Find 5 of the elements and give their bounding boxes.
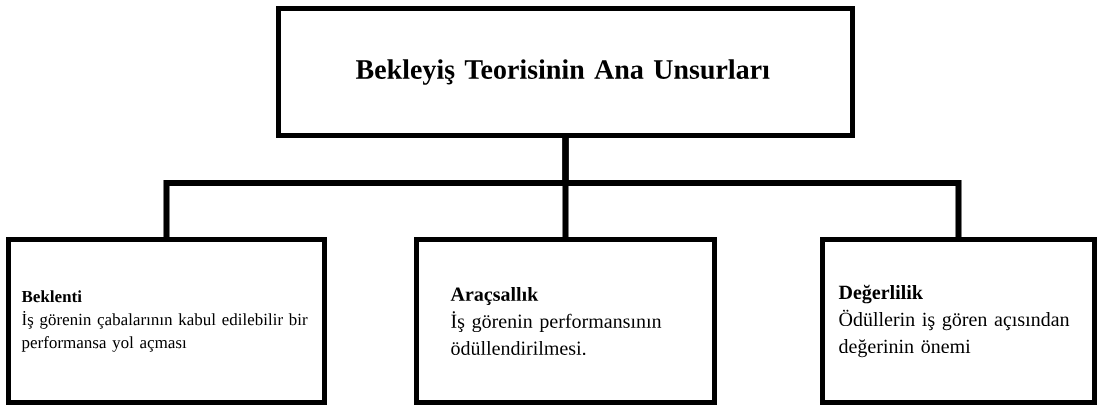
title-box: Bekleyiş Teorisinin Ana Unsurları: [276, 6, 855, 138]
connector-line: [562, 138, 962, 237]
concept-box: Araçsallık İş görenin performansının ödüllendirilmesi.: [414, 237, 717, 405]
concept-box: Beklenti İş görenin çabalarının kabul edilebilir bir performansa yol açması: [6, 237, 327, 405]
concept-box: Değerlilik Ödüllerin iş gören açısından değerinin önemi: [820, 237, 1097, 405]
